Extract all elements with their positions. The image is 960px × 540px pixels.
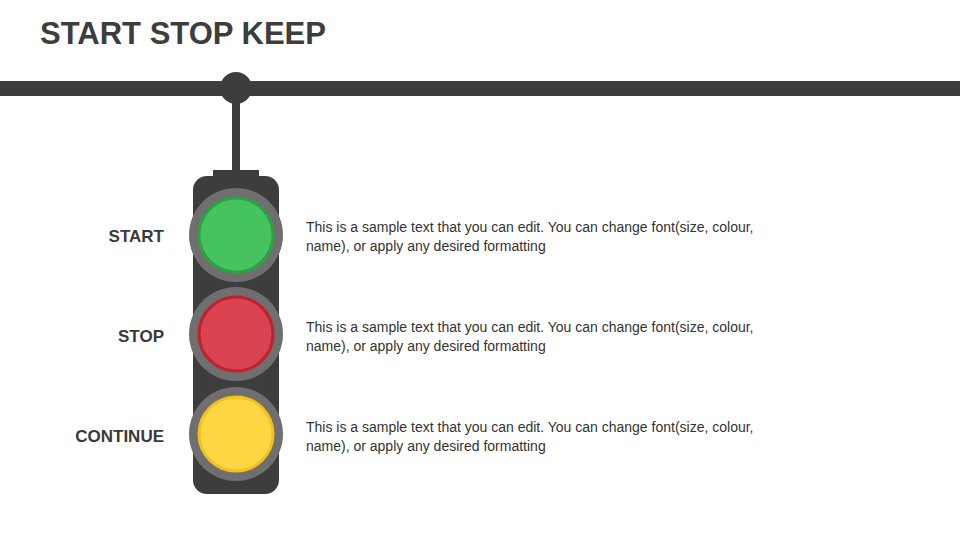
row-heading: CONTINUE: [24, 427, 164, 447]
row-heading: STOP: [24, 327, 164, 347]
row-description: This is a sample text that you can edit.…: [306, 418, 786, 456]
lamp-ring: [189, 387, 283, 481]
hanging-pole: [232, 96, 240, 176]
red-lamp: [199, 297, 273, 371]
yellow-lamp: [199, 397, 273, 471]
row-description: This is a sample text that you can edit.…: [306, 318, 786, 356]
slide-title: START STOP KEEP: [40, 16, 326, 52]
green-lamp: [199, 198, 273, 272]
overhead-bar: [0, 81, 960, 96]
row-heading: START: [24, 227, 164, 247]
row-description: This is a sample text that you can edit.…: [306, 218, 786, 256]
light-housing: [193, 176, 279, 494]
lamp-ring: [189, 287, 283, 381]
lamp-ring: [189, 188, 283, 282]
